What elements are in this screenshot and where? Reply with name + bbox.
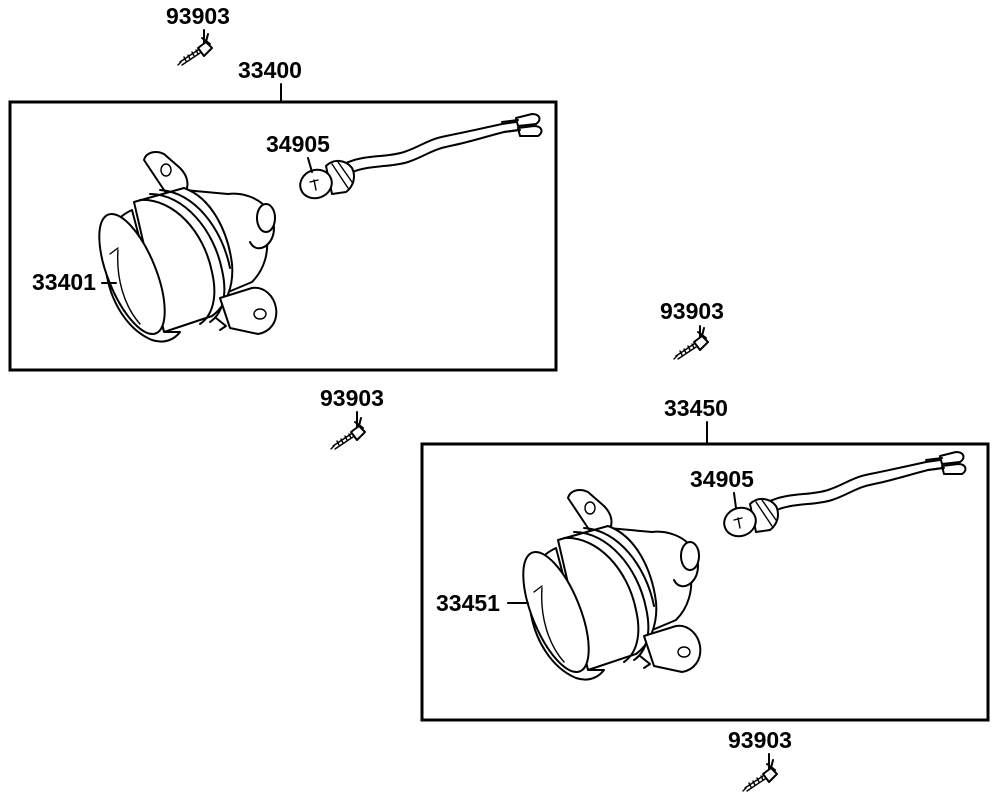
assembly-left-box [8,100,558,372]
screw-bottom-label: 93903 [728,727,792,753]
assembly-right-label: 33450 [664,395,728,421]
leader-bulb-left [307,157,313,173]
screw-icon [742,759,778,792]
screw-icon [330,417,366,450]
wire-harness-icon [719,451,967,542]
lamp-housing-icon [508,489,702,682]
bulb-right-label: 34905 [690,466,754,492]
lamp-left-label: 33401 [32,269,96,295]
screw-icon [673,327,709,360]
screw-right-upper-label: 93903 [660,298,724,324]
screw-top-label: 93903 [166,3,230,29]
assembly-right-box [420,442,990,722]
lamp-housing-icon [84,151,278,344]
bulb-left-label: 34905 [266,131,330,157]
screw-left-lower-label: 93903 [320,385,384,411]
assembly-left-label: 33400 [238,57,302,83]
wire-harness-icon [295,113,543,204]
screw-icon [177,33,213,66]
leader-bulb-right [733,492,737,509]
lamp-right-label: 33451 [436,590,500,616]
